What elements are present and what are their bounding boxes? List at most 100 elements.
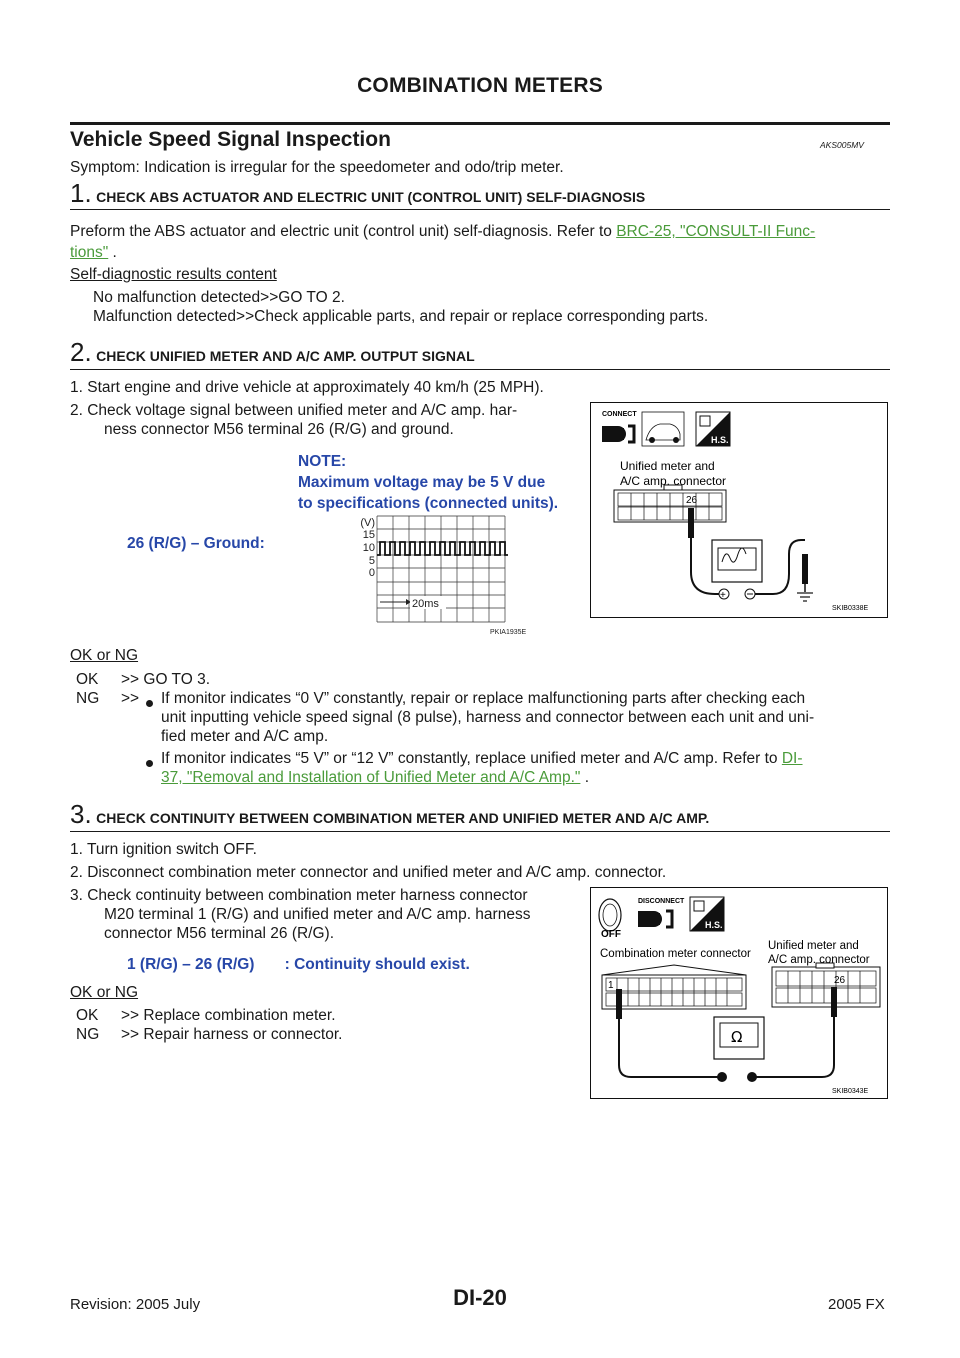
combination-connector-label: Combination meter connector (600, 948, 751, 960)
section-title: Vehicle Speed Signal Inspection (70, 128, 391, 151)
scope-tick-0: 0 (369, 567, 375, 579)
combination-meter-connector: 1 (601, 964, 747, 1010)
pin-26-label: 26 (834, 975, 846, 986)
hs-icon: H.S. (689, 896, 725, 932)
ng-bullet2-line1: If monitor indicates “5 V” or “12 V” con… (161, 749, 803, 768)
step1-result-ok: No malfunction detected>>GO TO 2. (93, 289, 345, 306)
step2-title: CHECK UNIFIED METER AND A/C AMP. OUTPUT … (96, 348, 475, 364)
ohm-icon: Ω (731, 1028, 742, 1046)
step3-title: CHECK CONTINUITY BETWEEN COMBINATION MET… (96, 810, 710, 826)
continuity-spec: 1 (R/G) – 26 (R/G) : Continuity should e… (127, 956, 470, 973)
step3-heading: 3. CHECK CONTINUITY BETWEEN COMBINATION … (70, 799, 709, 830)
measure-label: 26 (R/G) – Ground: (127, 535, 265, 552)
voltmeter: + (711, 539, 763, 601)
step3-rule (70, 831, 890, 832)
step2-heading: 2. CHECK UNIFIED METER AND A/C AMP. OUTP… (70, 337, 475, 368)
step3-item3-line2: M20 terminal 1 (R/G) and unified meter a… (104, 906, 531, 923)
step3-ng-label: NG (76, 1026, 100, 1043)
footer-page-number: DI-20 (453, 1285, 507, 1310)
fig1-code: SKIB0338E (832, 605, 869, 612)
scope-tick-5: 5 (369, 555, 375, 567)
continuity-check-diagram: OFF DISCONNECT H.S. Combination meter co… (590, 887, 888, 1099)
step3-item3-line3: connector M56 terminal 26 (R/G). (104, 925, 335, 942)
plus-terminal-icon: + (720, 590, 726, 601)
step3-ok-label: OK (76, 1007, 99, 1024)
ng-bullet2-link[interactable]: DI- (781, 750, 803, 767)
ng-bullet2-text: If monitor indicates “5 V” or “12 V” con… (161, 750, 782, 767)
scope-figure-code: PKIA1935E (490, 629, 527, 636)
header-rule (70, 122, 890, 125)
ng-bullet1-line2: unit inputting vehicle speed signal (8 p… (161, 709, 815, 726)
scope-tick-10: 10 (363, 542, 375, 554)
step1-result-ng: Malfunction detected>>Check applicable p… (93, 308, 709, 325)
step2-item2-line1: 2. Check voltage signal between unified … (70, 402, 518, 419)
step3-item2: 2. Disconnect combination meter connecto… (70, 864, 667, 881)
step1-link[interactable]: BRC-25, "CONSULT-II Func- (616, 223, 816, 240)
ground-icon (797, 592, 813, 602)
pin-26-label: 26 (686, 495, 698, 506)
step3-item1: 1. Turn ignition switch OFF. (70, 841, 257, 858)
step3-okng: OK or NG (70, 984, 139, 1001)
step1-rule (70, 209, 890, 210)
footer-model: 2005 FX (828, 1296, 885, 1313)
unified-meter-connector: 26 (613, 484, 727, 523)
probe-terminal-icon (747, 1072, 757, 1082)
step2-number: 2. (70, 337, 92, 367)
step3-ng-text: >> Repair harness or connector. (121, 1026, 343, 1043)
unified-connector-label-1: Unified meter and (620, 459, 715, 473)
voltage-check-diagram: CONNECT H.S. Unified meter and A/C amp. … (590, 402, 888, 618)
hs-label: H.S. (705, 920, 723, 930)
step2-ok-text: >> GO TO 3. (121, 671, 211, 688)
unified-connector-label-1: Unified meter and (768, 940, 859, 952)
step1-title: CHECK ABS ACTUATOR AND ELECTRIC UNIT (CO… (96, 189, 646, 205)
step2-okng: OK or NG (70, 647, 139, 664)
hs-label: H.S. (711, 435, 729, 445)
disconnect-plug-icon (638, 909, 674, 929)
disconnect-label: DISCONNECT (638, 898, 685, 905)
step2-item1: 1. Start engine and drive vehicle at app… (70, 379, 544, 396)
ng-bullet1-line1: If monitor indicates “0 V” constantly, r… (161, 690, 806, 707)
oscilloscope-waveform: (V) 15 10 5 0 20ms PKIA1935E (360, 515, 527, 636)
scope-tick-15: 15 (363, 529, 375, 541)
probe-terminal-icon (717, 1072, 727, 1082)
connect-label: CONNECT (602, 411, 637, 418)
bullet-icon (146, 755, 153, 773)
hs-icon: H.S. (695, 411, 731, 447)
step3-ok-text: >> Replace combination meter. (121, 1007, 336, 1024)
scope-unit-label: (V) (360, 517, 375, 529)
step1-body-end: . (108, 244, 117, 261)
ng-bullet2-end: . (580, 769, 590, 786)
step2-rule (70, 369, 890, 370)
off-label: OFF (601, 929, 621, 940)
footer-revision: Revision: 2005 July (70, 1296, 201, 1313)
step2-ng-arrow: >> (121, 690, 140, 707)
fig2-code: SKIB0343E (832, 1088, 869, 1095)
note-line1: NOTE: (298, 453, 347, 470)
ignition-off-icon: OFF (598, 898, 622, 940)
symptom-text: Symptom: Indication is irregular for the… (70, 159, 564, 176)
connector-plug-icon (602, 424, 636, 444)
ng-bullet2-line2: 37, "Removal and Installation of Unified… (161, 768, 589, 787)
step1-link-cont[interactable]: tions" (70, 244, 109, 261)
ohmmeter: Ω (713, 1016, 765, 1082)
step1-number: 1. (70, 178, 92, 208)
pin-1-label: 1 (608, 980, 614, 991)
scope-time-label: 20ms (412, 598, 439, 610)
note-line2: Maximum voltage may be 5 V due (298, 474, 546, 491)
unified-connector-label-2: A/C amp. connector (768, 954, 870, 966)
step1-results-label: Self-diagnostic results content (70, 266, 277, 283)
step3-item3-line1: 3. Check continuity between combination … (70, 887, 528, 904)
vehicle-icon (641, 411, 685, 447)
step3-number: 3. (70, 799, 92, 829)
step2-ok-label: OK (76, 671, 99, 688)
ng-bullet1-line3: fied meter and A/C amp. (161, 728, 329, 745)
step2-item2-line2: ness connector M56 terminal 26 (R/G) and… (104, 421, 454, 438)
step1-body-text: Preform the ABS actuator and electric un… (70, 223, 617, 240)
unified-meter-connector: 26 (771, 962, 881, 1008)
step2-ng-label: NG (76, 690, 100, 707)
step1-heading: 1. CHECK ABS ACTUATOR AND ELECTRIC UNIT … (70, 178, 645, 209)
page-header-title: COMBINATION METERS (357, 74, 603, 97)
section-code: AKS005MV (820, 140, 864, 150)
note-line3: to specifications (connected units). (298, 495, 559, 512)
ng-bullet2-link-cont[interactable]: 37, "Removal and Installation of Unified… (161, 769, 581, 786)
